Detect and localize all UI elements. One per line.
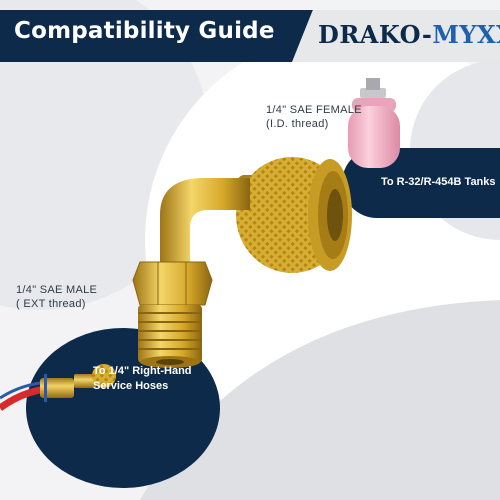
tank-callout-text: To R-32/R-454B Tanks — [381, 176, 496, 188]
page-title: Compatibility Guide — [14, 18, 275, 44]
hose-callout-text: To 1/4" Right-Hand Service Hoses — [93, 364, 192, 394]
hex-nut — [132, 261, 213, 306]
female-thread-size: 1/4" SAE FEMALE — [266, 104, 362, 116]
male-thread-type: ( EXT thread) — [16, 298, 86, 310]
brand-logo: DRAKO-MYXX — [318, 20, 500, 49]
female-nut — [236, 157, 352, 273]
brand-panel — [292, 10, 500, 62]
refrigerant-tank-icon — [348, 78, 400, 168]
male-thread — [138, 305, 202, 368]
service-hose-icon — [0, 364, 116, 411]
hose-callout-line2: Service Hoses — [93, 380, 169, 392]
elbow-tube — [160, 178, 250, 268]
female-thread-label: 1/4" SAE FEMALE (I.D. thread) — [266, 103, 362, 131]
brand-logo-accent: MYXX — [432, 20, 500, 49]
hose-callout-line1: To 1/4" Right-Hand — [93, 365, 192, 377]
male-thread-size: 1/4" SAE MALE — [16, 284, 98, 296]
male-thread-label: 1/4" SAE MALE ( EXT thread) — [16, 283, 97, 311]
brand-logo-primary: DRAKO- — [318, 20, 433, 49]
female-thread-type: (I.D. thread) — [266, 118, 329, 130]
